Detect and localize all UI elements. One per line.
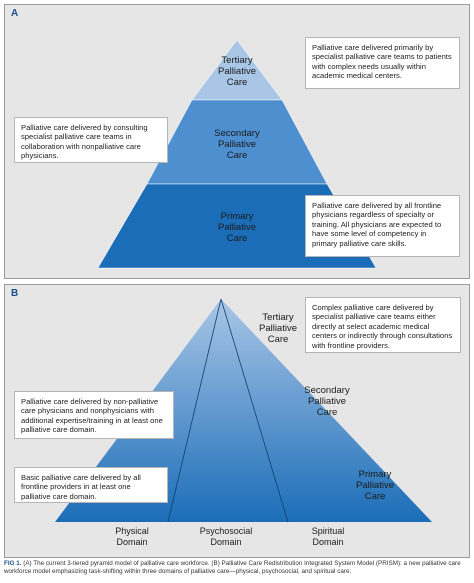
panel-a-letter: A — [11, 8, 19, 19]
tier-b-tertiary-label: Tertiary Palliative Care — [258, 312, 298, 345]
pyramid-b-line-spiritual — [220, 298, 289, 523]
figure-caption-text: (A) The current 3-tiered pyramid model o… — [4, 560, 461, 576]
panel-b-letter: B — [11, 288, 19, 299]
domain-spiritual-label: Spiritual Domain — [311, 526, 345, 547]
tier-b-primary-label: Primary Palliative Care — [355, 469, 395, 502]
pyramid-b-shape — [55, 299, 432, 522]
note-a-secondary: Palliative care delivered by consulting … — [14, 117, 168, 163]
tier-a-tertiary-label: Tertiary Palliative Care — [217, 55, 257, 88]
note-a-primary: Palliative care delivered by all frontli… — [305, 195, 460, 257]
tier-a-secondary-label: Secondary Palliative Care — [214, 128, 260, 161]
note-b-secondary: Palliative care delivered by non-palliat… — [14, 391, 174, 439]
domain-psychosocial-label: Psychosocial Domain — [199, 526, 253, 547]
tier-a-primary-label: Primary Palliative Care — [217, 211, 257, 244]
note-a-tertiary: Palliative care delivered primarily by s… — [305, 37, 460, 89]
note-b-primary: Basic palliative care delivered by all f… — [14, 467, 168, 503]
pyramid-b-line-physical — [167, 298, 222, 523]
figure-caption-label: FIG 1. — [4, 560, 22, 567]
figure-caption: FIG 1. (A) The current 3-tiered pyramid … — [4, 560, 470, 577]
tier-b-secondary-label: Secondary Palliative Care — [304, 385, 350, 418]
note-b-tertiary: Complex palliative care delivered by spe… — [305, 297, 461, 353]
domain-physical-label: Physical Domain — [115, 526, 149, 547]
